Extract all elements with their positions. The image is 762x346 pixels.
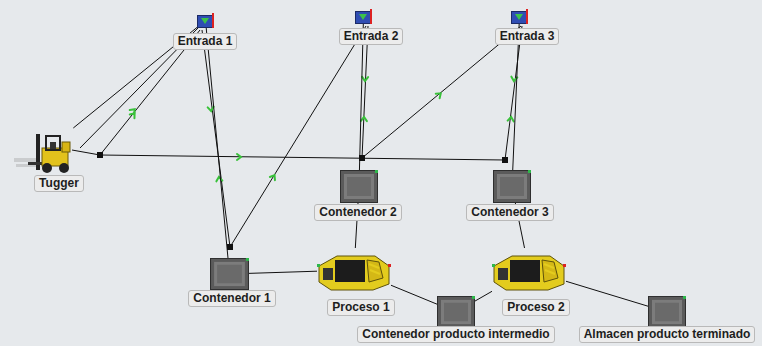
object-label: Entrada 3	[495, 28, 560, 45]
port-connection	[359, 24, 363, 170]
queue-object: Contenedor 3	[493, 170, 531, 203]
processor-object: Proceso 2	[492, 248, 566, 292]
object-label: Almacen producto terminado	[579, 326, 756, 343]
object-label: Contenedor 1	[188, 290, 275, 307]
object-label: Contenedor 3	[466, 204, 553, 221]
object-label: Proceso 2	[502, 299, 569, 316]
object-label: Entrada 1	[173, 33, 238, 50]
port-connection	[206, 28, 228, 258]
port-connection	[249, 271, 317, 273]
object-label: Contenedor producto intermedio	[357, 326, 554, 343]
object-label: Contenedor 2	[314, 204, 401, 221]
port-connection	[566, 281, 648, 306]
queue-object: Contenedor producto intermedio	[437, 296, 475, 328]
port-connection	[391, 285, 437, 304]
source-object: Entrada 3	[511, 9, 528, 24]
processor-object: Proceso 1	[317, 248, 391, 292]
port-connection	[475, 291, 492, 301]
queue-object: Contenedor 1	[210, 258, 249, 290]
source-object: Entrada 1	[197, 13, 214, 28]
queue-object: Contenedor 2	[340, 170, 378, 203]
transporter-object: Tugger	[14, 128, 76, 174]
object-label: Entrada 2	[339, 28, 404, 45]
object-label: Tugger	[34, 175, 84, 192]
port-connection	[513, 24, 519, 170]
source-object: Entrada 2	[355, 9, 372, 24]
object-label: Proceso 1	[327, 299, 394, 316]
queue-object: Almacen producto terminado	[648, 296, 686, 328]
